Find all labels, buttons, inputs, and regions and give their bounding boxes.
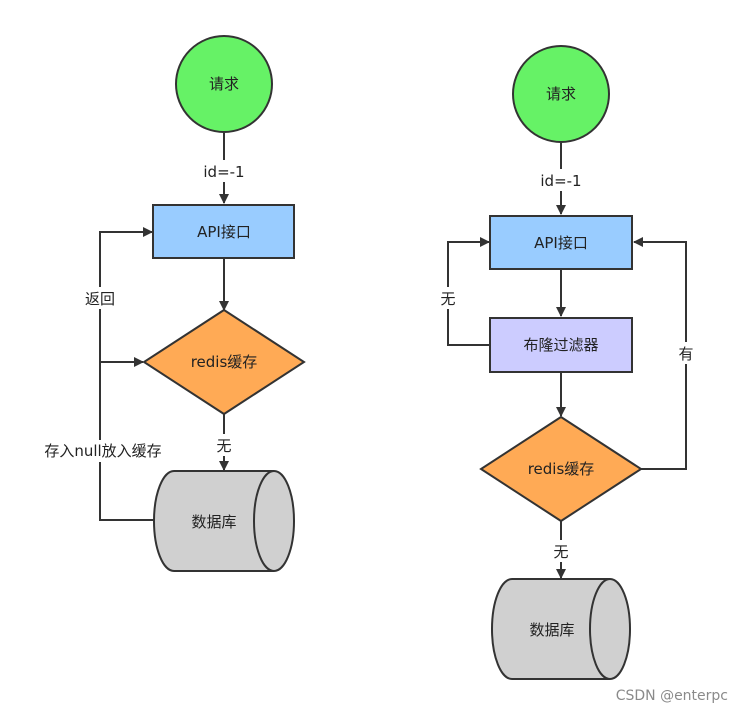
right-bloom-no-label-bg (436, 287, 460, 309)
right-api-node: API接口 (489, 215, 633, 270)
right-bloom-no-label: 无 (440, 290, 455, 308)
left-redis-label: redis缓存 (191, 353, 258, 371)
right-bloom-filter-node: 布隆过滤器 (489, 317, 633, 373)
right-api-label: API接口 (534, 234, 588, 252)
left-store-null-label: 存入null放入缓存 (44, 442, 161, 460)
left-db-label: 数据库 (191, 513, 236, 531)
left-request-node: 请求 (175, 35, 273, 133)
right-redis-label: redis缓存 (528, 460, 595, 478)
left-api-label: API接口 (197, 223, 251, 241)
right-db-label: 数据库 (529, 621, 574, 639)
right-request-node: 请求 (512, 45, 610, 143)
left-return-label-bg (78, 287, 122, 309)
left-param-label-bg (194, 160, 254, 182)
left-request-label: 请求 (209, 75, 239, 93)
left-no-label-bg (212, 434, 236, 456)
right-bloom-label: 布隆过滤器 (523, 336, 598, 354)
right-no-label-bg (549, 540, 573, 562)
left-param-label: id=-1 (203, 163, 244, 181)
left-return-label: 返回 (85, 290, 115, 308)
right-redis-decision-node: redis缓存 (479, 415, 643, 523)
right-redis-yes-label-bg (674, 342, 698, 364)
watermark: CSDN @enterpc (616, 688, 728, 704)
right-param-label: id=-1 (540, 172, 581, 190)
right-param-label-bg (531, 169, 591, 191)
left-store-null-label-bg (28, 440, 178, 462)
left-redis-decision-node: redis缓存 (142, 308, 306, 416)
right-database-node: 数据库 (491, 578, 631, 680)
right-request-label: 请求 (546, 85, 576, 103)
left-edge-db-loop-back (99, 227, 154, 521)
left-flowchart: 请求 id=-1 API接口 返回 redis缓存 存入null放入缓存 无 数… (28, 35, 306, 572)
right-no-label: 无 (553, 543, 568, 561)
left-api-node: API接口 (152, 204, 295, 259)
right-redis-yes-label: 有 (678, 345, 693, 363)
right-flowchart: 请求 id=-1 API接口 无 布隆过滤器 有 redis缓存 无 (436, 45, 698, 680)
left-database-node: 数据库 (153, 470, 295, 572)
left-no-label: 无 (216, 437, 231, 455)
